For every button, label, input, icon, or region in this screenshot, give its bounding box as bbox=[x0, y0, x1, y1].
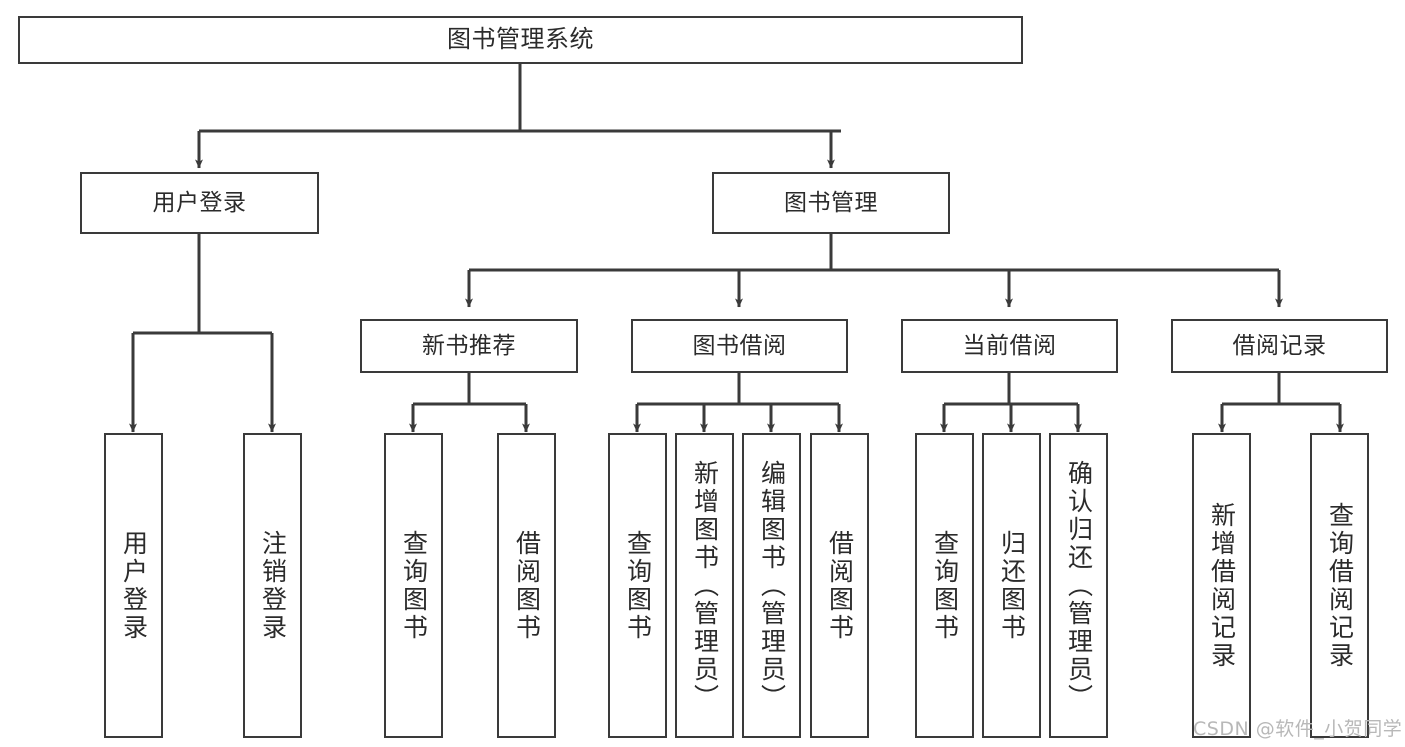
node-label: 借阅记录 bbox=[1232, 332, 1327, 359]
leaf-record-add[interactable]: 新增借阅记录 bbox=[1192, 433, 1251, 738]
node-label: 注销登录 bbox=[258, 529, 288, 642]
node-label: 用户登录 bbox=[152, 189, 247, 216]
node-label: 当前借阅 bbox=[962, 332, 1057, 359]
node-label: 借阅图书 bbox=[825, 529, 855, 642]
node-new-book-recommend[interactable]: 新书推荐 bbox=[360, 319, 578, 373]
node-user-login[interactable]: 用户登录 bbox=[80, 172, 319, 234]
node-label: 图书借阅 bbox=[692, 332, 787, 359]
node-label: 查询借阅记录 bbox=[1325, 501, 1355, 670]
node-label: 新增图书（管理员） bbox=[690, 459, 720, 712]
node-book-management[interactable]: 图书管理 bbox=[712, 172, 950, 234]
leaf-borrow-borrow-book[interactable]: 借阅图书 bbox=[810, 433, 869, 738]
node-label: 查询图书 bbox=[399, 529, 429, 642]
node-label: 编辑图书（管理员） bbox=[757, 459, 787, 712]
node-root-system[interactable]: 图书管理系统 bbox=[18, 16, 1023, 64]
leaf-record-query[interactable]: 查询借阅记录 bbox=[1310, 433, 1369, 738]
leaf-current-query-book[interactable]: 查询图书 bbox=[915, 433, 974, 738]
node-label: 确认归还（管理员） bbox=[1064, 459, 1094, 712]
leaf-new-book-borrow[interactable]: 借阅图书 bbox=[497, 433, 556, 738]
node-label: 用户登录 bbox=[119, 529, 149, 642]
node-label: 查询图书 bbox=[623, 529, 653, 642]
node-label: 归还图书 bbox=[997, 529, 1027, 642]
leaf-current-confirm-return-admin[interactable]: 确认归还（管理员） bbox=[1049, 433, 1108, 738]
watermark-text: CSDN @软件_小贺同学 bbox=[1193, 718, 1403, 740]
node-book-borrow[interactable]: 图书借阅 bbox=[631, 319, 848, 373]
node-label: 新增借阅记录 bbox=[1207, 501, 1237, 670]
node-label: 借阅图书 bbox=[512, 529, 542, 642]
leaf-borrow-edit-book-admin[interactable]: 编辑图书（管理员） bbox=[742, 433, 801, 738]
node-label: 图书管理 bbox=[784, 189, 878, 216]
leaf-borrow-query-book[interactable]: 查询图书 bbox=[608, 433, 667, 738]
node-label: 新书推荐 bbox=[422, 332, 516, 359]
node-borrow-record[interactable]: 借阅记录 bbox=[1171, 319, 1388, 373]
node-label: 查询图书 bbox=[930, 529, 960, 642]
leaf-borrow-add-book-admin[interactable]: 新增图书（管理员） bbox=[675, 433, 734, 738]
leaf-user-login-signin[interactable]: 用户登录 bbox=[104, 433, 163, 738]
leaf-user-login-signout[interactable]: 注销登录 bbox=[243, 433, 302, 738]
leaf-current-return-book[interactable]: 归还图书 bbox=[982, 433, 1041, 738]
leaf-new-book-query[interactable]: 查询图书 bbox=[384, 433, 443, 738]
node-current-borrow[interactable]: 当前借阅 bbox=[901, 319, 1118, 373]
node-label: 图书管理系统 bbox=[447, 25, 594, 54]
